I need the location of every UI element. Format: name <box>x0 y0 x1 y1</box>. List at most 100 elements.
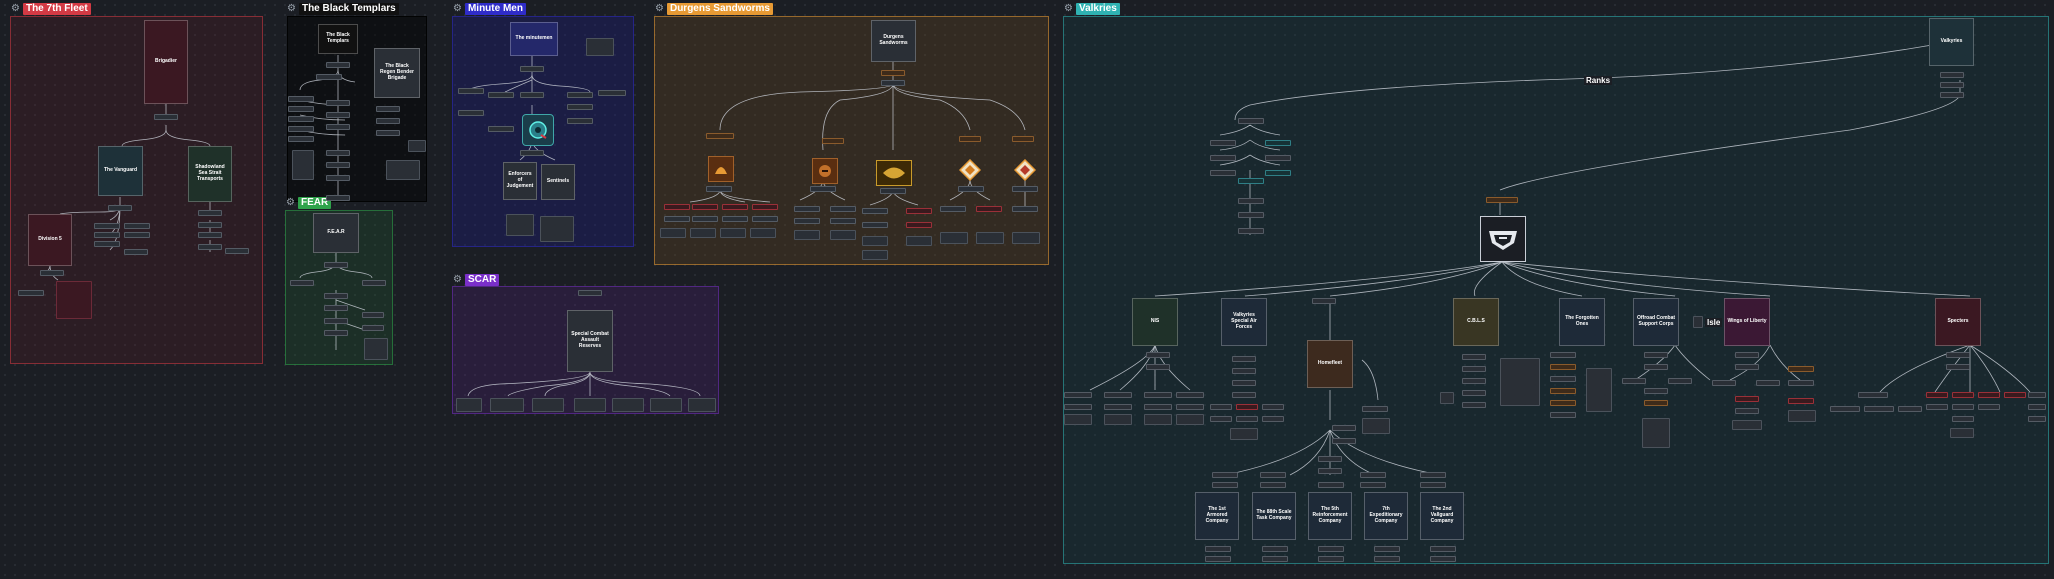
gear-icon[interactable]: ⚙ <box>453 274 462 285</box>
node-wings-of-liberty[interactable]: Wings of Liberty <box>1724 298 1770 346</box>
node-shadowland-sea-strait-transports[interactable]: Shadowland Sea Strait Transports <box>188 146 232 202</box>
rank-slot <box>488 92 514 98</box>
rank-slot <box>1644 352 1668 358</box>
node-valkyries-special-air-forces[interactable]: Valkyries Special Air Forces <box>1221 298 1267 346</box>
unit-slot <box>1176 414 1204 425</box>
rank-slot <box>520 92 544 98</box>
rank-slot <box>1952 404 1974 410</box>
group-title[interactable]: Valkries <box>1075 3 1120 15</box>
node-offroad-combat-support-corps[interactable]: Offroad Combat Support Corps <box>1633 298 1679 346</box>
node-valkyries[interactable]: Valkyries <box>1929 18 1974 66</box>
rank-slot <box>108 205 132 211</box>
rank-slot <box>326 112 350 118</box>
node-7th-expeditionary-company[interactable]: 7th Expeditionary Company <box>1364 492 1408 540</box>
rank-slot <box>326 175 350 181</box>
rank-slot <box>324 262 348 268</box>
gear-icon[interactable]: ⚙ <box>655 3 664 14</box>
node-division-5[interactable]: Division 5 <box>28 214 72 266</box>
rank-slot <box>906 222 932 228</box>
rank-slot <box>1952 392 1974 398</box>
unit-slot <box>1064 414 1092 425</box>
node-5th-reinforcement-company[interactable]: The 5th Reinforcement Company <box>1308 492 1352 540</box>
rank-slot <box>794 218 820 224</box>
node-nis[interactable]: NIS <box>1132 298 1178 346</box>
rank-slot <box>1462 402 1486 408</box>
node-fear[interactable]: F.E.A.R <box>313 213 359 253</box>
node-homefleet[interactable]: Homefleet <box>1307 340 1353 388</box>
sandworm-emblem-icon <box>958 158 982 182</box>
rank-slot <box>94 241 120 247</box>
gear-icon[interactable]: ⚙ <box>1064 3 1073 14</box>
node-2nd-vallguard-company[interactable]: The 2nd Vallguard Company <box>1420 492 1464 540</box>
unit-slot <box>976 232 1004 244</box>
rank-slot <box>1978 392 2000 398</box>
node-brigadier[interactable]: Brigadier <box>144 20 188 104</box>
rank-slot <box>1864 406 1894 412</box>
node-the-forgotten-ones[interactable]: The Forgotten Ones <box>1559 298 1605 346</box>
unit-slot <box>612 398 644 412</box>
group-title[interactable]: FEAR <box>297 197 332 209</box>
rank-slot <box>1374 546 1400 552</box>
rank-slot <box>959 136 981 142</box>
unit-slot <box>650 398 682 412</box>
group-title[interactable]: The Black Templars <box>298 3 399 15</box>
rank-slot <box>1360 482 1386 488</box>
node-black-templars[interactable]: The Black Templars <box>318 24 358 54</box>
rank-slot <box>1232 356 1256 362</box>
rank-slot <box>326 195 350 201</box>
unit-slot <box>1440 392 1454 404</box>
unit-slot <box>862 250 888 260</box>
rank-slot <box>1176 404 1204 410</box>
group-title[interactable]: Minute Men <box>464 3 526 15</box>
emblem-placeholder <box>292 150 314 180</box>
isle-badge <box>1693 316 1703 328</box>
rank-slot <box>1788 398 1814 404</box>
rank-slot <box>706 133 734 139</box>
node-black-regen-bender-brigade[interactable]: The Black Regen Bender Brigade <box>374 48 420 98</box>
rank-slot <box>1735 408 1759 414</box>
rank-slot <box>1756 380 1780 386</box>
gear-icon[interactable]: ⚙ <box>11 3 20 14</box>
gear-icon[interactable]: ⚙ <box>453 3 462 14</box>
rank-slot <box>1788 366 1814 372</box>
rank-slot <box>1262 416 1284 422</box>
group-title[interactable]: The 7th Fleet <box>22 3 91 15</box>
rank-slot <box>458 88 484 94</box>
emblem-placeholder <box>586 38 614 56</box>
rank-slot <box>664 204 690 210</box>
node-special-combat-assault-reserves[interactable]: Special Combat Assault Reserves <box>567 310 613 372</box>
node-the-vanguard[interactable]: The Vanguard <box>98 146 143 196</box>
rank-slot <box>1430 556 1456 562</box>
rank-slot <box>124 223 150 229</box>
rank-slot <box>1622 378 1646 384</box>
unit-slot <box>1230 428 1258 440</box>
rank-slot <box>1318 456 1342 462</box>
rank-slot <box>1735 396 1759 402</box>
node-durgens-sandworms[interactable]: Durgens Sandworms <box>871 20 916 62</box>
rank-slot <box>862 208 888 214</box>
rank-slot <box>1176 392 1204 398</box>
rank-slot <box>706 186 732 192</box>
emblem-placeholder <box>56 281 92 319</box>
group-title[interactable]: Durgens Sandworms <box>666 3 773 15</box>
group-title[interactable]: SCAR <box>464 274 500 286</box>
rank-slot <box>1952 416 1974 422</box>
gear-icon[interactable]: ⚙ <box>286 197 295 208</box>
node-1st-armored-company[interactable]: The 1st Armored Company <box>1195 492 1239 540</box>
rank-slot <box>488 126 514 132</box>
rank-slot <box>1312 298 1336 304</box>
gear-icon[interactable]: ⚙ <box>287 3 296 14</box>
node-enforcers-of-judgement[interactable]: Enforcers of Judgement <box>503 162 537 200</box>
node-cbls[interactable]: C.B.L.S <box>1453 298 1499 346</box>
rank-slot <box>1462 390 1486 396</box>
rank-slot <box>1064 404 1092 410</box>
rank-slot <box>1644 400 1668 406</box>
unit-slot <box>490 398 524 412</box>
node-sentinels[interactable]: Sentinels <box>541 164 575 200</box>
node-the-minutemen[interactable]: The minutemen <box>510 22 558 56</box>
node-88th-scale-task-company[interactable]: The 88th Scale Task Company <box>1252 492 1296 540</box>
rank-slot <box>1644 388 1668 394</box>
node-specters[interactable]: Specters <box>1935 298 1981 346</box>
rank-slot <box>1238 212 1264 218</box>
rank-slot <box>1550 364 1576 370</box>
